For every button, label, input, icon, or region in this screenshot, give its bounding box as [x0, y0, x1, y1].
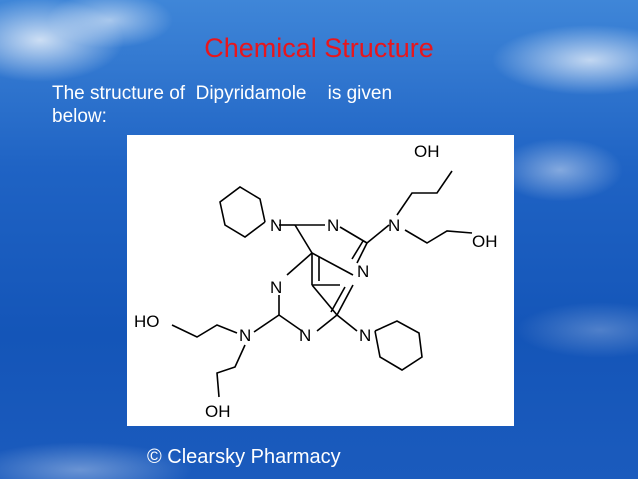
bond-c6-nbottom-left	[253, 314, 280, 333]
slide-title: Chemical Structure	[204, 33, 434, 63]
chain-to-oh-right	[404, 229, 473, 244]
bond-c8a-nleft	[286, 252, 313, 276]
atom-n-ring-right: N	[357, 262, 369, 281]
atom-n-ring-left: N	[270, 278, 282, 297]
bond-c5-nring	[336, 284, 354, 316]
copyright-footer: © Clearsky Pharmacy	[147, 446, 341, 468]
atom-oh-bottom: OH	[205, 402, 231, 421]
chain-to-ho-left	[171, 324, 238, 338]
atom-n-top-left: N	[270, 216, 282, 235]
bond-c4a-c5	[311, 284, 338, 316]
bond-c6-n7	[278, 314, 303, 332]
bond-n7-c4a	[316, 314, 338, 332]
atom-n-top-right: N	[388, 216, 400, 235]
piperidine-ring-top-left	[219, 186, 266, 238]
chain-to-oh-bottom	[216, 344, 246, 398]
bond-n-c2	[339, 226, 368, 244]
body-text: The structure of Dipyridamole is given b…	[52, 82, 522, 128]
bond-c8-c8a	[294, 224, 313, 254]
atom-n-top-mid: N	[327, 216, 339, 235]
atom-oh-right: OH	[472, 232, 498, 251]
bond-c2-nright	[366, 224, 390, 244]
body-line-2: below:	[52, 106, 107, 127]
bond-c5-c5-dbl	[330, 286, 346, 313]
body-line-1: The structure of Dipyridamole is given	[52, 83, 393, 104]
atom-oh-top: OH	[414, 142, 440, 161]
bond-c5-nbottom-right	[336, 314, 358, 332]
chain-to-oh-top	[396, 170, 453, 216]
bond-c8a-c4	[311, 252, 354, 276]
dipyridamole-structure-diagram: N N N N N N N N OH OH HO OH	[134, 142, 498, 421]
atom-n-bottom-right: N	[359, 326, 371, 345]
atom-n-bottom-mid: N	[299, 326, 311, 345]
bond-c2-nring	[356, 242, 368, 264]
chemical-structure-image: N N N N N N N N OH OH HO OH	[127, 135, 514, 426]
atom-ho-left: HO	[134, 312, 160, 331]
bond-c2-n-right-dbl	[351, 240, 364, 260]
piperidine-ring-bottom-right	[374, 320, 423, 371]
atom-n-bottom-left: N	[239, 326, 251, 345]
